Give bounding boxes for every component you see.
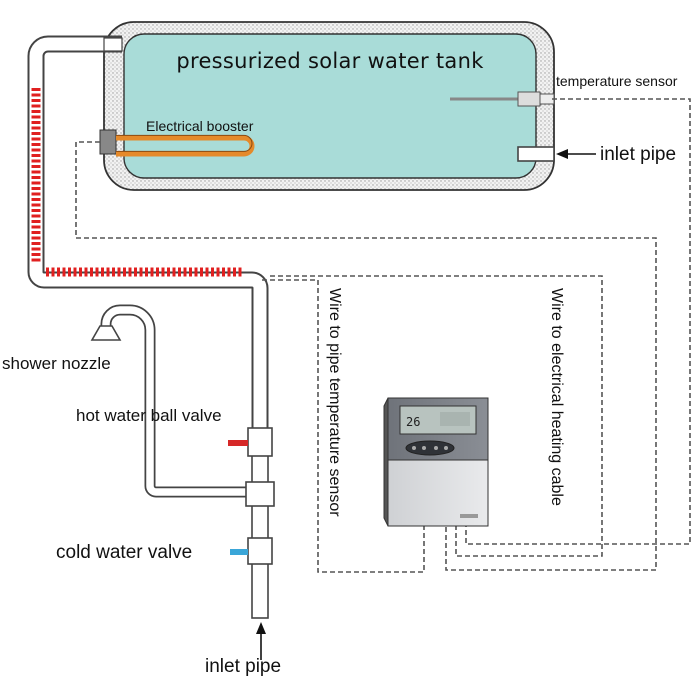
water-tank: pressurized solar water tank xyxy=(103,21,555,191)
wire-pipe-sensor-label: Wire to pipe temperature sensor xyxy=(326,288,343,517)
hot-valve-body xyxy=(247,427,273,457)
hot-valve-handle xyxy=(228,440,248,446)
shower-nozzle xyxy=(90,325,122,341)
control-wires xyxy=(75,98,691,573)
hot-valve-label: hot water ball valve xyxy=(76,406,222,425)
booster-label: Electrical booster xyxy=(146,118,254,134)
controller-keypad xyxy=(405,440,455,456)
controller-display: 26 xyxy=(406,415,420,429)
shower-label: shower nozzle xyxy=(2,354,111,373)
supply-pipe: hot water ball valve cold water valve in… xyxy=(56,406,281,677)
cold-valve-label: cold water valve xyxy=(56,542,192,563)
cold-valve-body xyxy=(247,537,273,565)
bottom-inlet-label: inlet pipe xyxy=(205,656,281,677)
electrical-booster: Electrical booster xyxy=(99,118,255,157)
temperature-sensor-label: temperature sensor xyxy=(556,73,678,89)
cold-valve-handle xyxy=(230,549,248,555)
hot-outlet-pipe xyxy=(27,35,269,438)
tank-title: pressurized solar water tank xyxy=(176,49,484,73)
top-inlet-label: inlet pipe xyxy=(600,144,676,165)
shower-branch: shower nozzle xyxy=(2,304,254,498)
top-inlet: inlet pipe xyxy=(517,144,676,165)
solar-controller: 26 xyxy=(383,397,489,527)
temperature-sensor: temperature sensor xyxy=(450,73,678,107)
wire-heating-cable-label: Wire to electrical heating cable xyxy=(548,288,565,506)
tee-fitting xyxy=(245,481,275,507)
